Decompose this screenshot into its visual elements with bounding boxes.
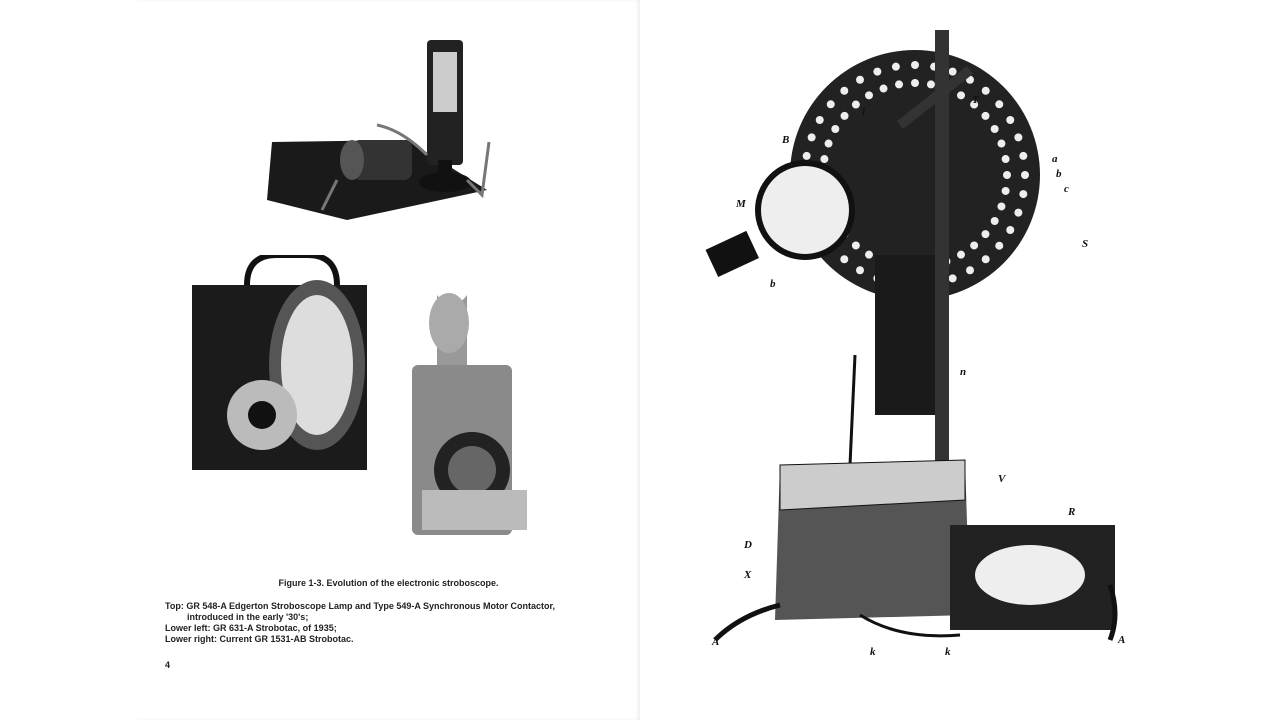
disc-hole — [826, 100, 835, 109]
disc-hole — [981, 86, 990, 95]
figure-caption-body: Top: GR 548-A Edgerton Stroboscope Lamp … — [165, 601, 555, 645]
disc-hole — [995, 100, 1004, 109]
label-V: V — [998, 473, 1007, 485]
disc-hole — [1019, 190, 1028, 199]
label-B: B — [781, 134, 789, 146]
disc-hole — [807, 133, 816, 142]
disc-hole — [1001, 155, 1010, 164]
disc-hole — [981, 111, 990, 120]
disc-hole — [981, 255, 990, 264]
disc-hole — [851, 241, 860, 250]
label-S: S — [1082, 238, 1088, 250]
caption-line: introduced in the early '30's; — [187, 612, 309, 622]
disc-hole — [1006, 116, 1015, 124]
disc-hole — [1014, 208, 1023, 217]
caption-line: Lower left: GR 631-A Strobotac, of 1935; — [165, 623, 337, 633]
caption-line: Top: GR 548-A Edgerton Stroboscope Lamp … — [165, 601, 556, 611]
disc-hole — [926, 80, 935, 89]
caption-line: Lower right: Current GR 1531-AB Strobota… — [165, 634, 354, 644]
label-c: c — [1064, 183, 1069, 195]
disc-hole — [802, 151, 811, 160]
disc-hole — [831, 125, 840, 133]
disc-hole — [997, 202, 1006, 211]
label-T: T — [972, 94, 980, 106]
disc-hole — [948, 67, 957, 76]
disc-hole — [981, 230, 990, 239]
disc-hole — [856, 266, 864, 275]
label-n: n — [960, 366, 966, 378]
label-X: X — [743, 569, 752, 581]
disc-hole — [891, 62, 900, 71]
disc-hole — [957, 250, 965, 259]
label-A2: A — [1117, 634, 1125, 646]
disc-hole — [911, 79, 919, 87]
disc-hole — [995, 241, 1004, 250]
disc-hole — [948, 274, 957, 283]
disc-hole — [865, 91, 873, 100]
disc-hole — [990, 125, 999, 133]
label-b2: b — [770, 278, 776, 290]
figure-caption-title: Figure 1-3. Evolution of the electronic … — [278, 578, 499, 588]
page-number: 4 — [165, 660, 171, 670]
disc-hole — [840, 111, 849, 120]
disc-hole — [840, 86, 849, 95]
disc-hole — [970, 100, 979, 109]
label-A: A — [711, 636, 719, 648]
right-page: T l B a b c M S b n V R D X A k k A — [640, 0, 1143, 720]
disc-hole — [865, 250, 873, 259]
disc-hole — [815, 116, 824, 124]
disc-hole — [1003, 171, 1011, 179]
label-a: a — [1052, 153, 1058, 165]
label-k: k — [870, 646, 876, 655]
disc-hole — [851, 100, 860, 109]
disc-hole — [820, 155, 829, 164]
disc-hole — [1001, 186, 1010, 195]
label-l: l — [862, 106, 866, 118]
label-R: R — [1067, 506, 1075, 518]
disc-hole — [824, 139, 833, 148]
disc-hole — [957, 91, 965, 100]
label-D: D — [743, 539, 752, 551]
disc-hole — [1006, 226, 1015, 234]
disc-hole — [1021, 171, 1029, 179]
engraving-mechanical-stroboscope: T l B a b c M S b n V R D X A k k A — [705, 30, 1125, 655]
photo-stroboscope-lamp-and-contactor — [267, 40, 491, 220]
disc-hole — [856, 75, 864, 84]
disc-hole — [873, 67, 882, 76]
label-M: M — [735, 198, 747, 210]
label-b: b — [1056, 168, 1062, 180]
disc-hole — [1019, 151, 1028, 160]
disc-hole — [911, 61, 919, 69]
disc-hole — [879, 84, 888, 93]
disc-hole — [970, 241, 979, 250]
label-k2: k — [945, 646, 951, 655]
disc-hole — [990, 217, 999, 225]
left-page: Figure 1-3. Evolution of the electronic … — [137, 0, 640, 720]
disc-hole — [997, 139, 1006, 148]
disc-hole — [966, 266, 974, 275]
disc-hole — [895, 80, 904, 89]
disc-hole — [1014, 133, 1023, 142]
disc-hole — [840, 255, 849, 264]
photo-strobotac-631-and-1531 — [192, 255, 527, 535]
